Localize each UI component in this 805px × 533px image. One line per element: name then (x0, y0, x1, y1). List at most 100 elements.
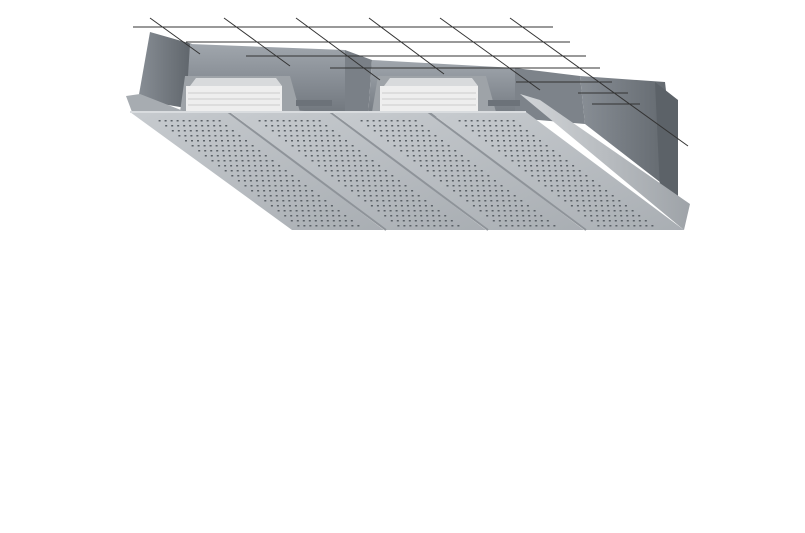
perforation-hole (418, 155, 421, 157)
perforation-hole (279, 180, 282, 182)
perforation-hole (457, 175, 460, 177)
perforation-hole (171, 130, 174, 132)
perforation-hole (618, 200, 621, 202)
perforation-hole (271, 125, 274, 127)
perforation-hole (588, 205, 591, 207)
perforation-hole (626, 220, 629, 222)
perforation-hole (340, 155, 343, 157)
perforation-hole (288, 205, 291, 207)
perforation-hole (259, 160, 262, 162)
perforation-hole (481, 175, 484, 177)
perforation-hole (522, 220, 525, 222)
perforation-hole (531, 175, 534, 177)
perforation-hole (392, 135, 395, 137)
perforation-hole (463, 175, 466, 177)
perforation-hole (469, 175, 472, 177)
perforation-hole (268, 185, 271, 187)
perforation-hole (387, 190, 390, 192)
perforation-hole (444, 170, 447, 172)
perforation-hole (478, 205, 481, 207)
perforation-hole (197, 145, 200, 147)
perforation-hole (360, 170, 363, 172)
perforation-hole (324, 205, 327, 207)
perforation-hole (341, 160, 344, 162)
perforation-hole (614, 215, 617, 217)
perforation-hole (385, 180, 388, 182)
perforation-hole (203, 140, 205, 142)
perforation-hole (533, 210, 536, 212)
perforation-hole (528, 220, 531, 222)
perforation-hole (280, 185, 283, 187)
perforation-hole (273, 175, 276, 177)
perforation-hole (387, 140, 389, 142)
perforation-hole (557, 195, 560, 197)
perforation-hole (261, 180, 264, 182)
perforation-hole (568, 185, 571, 187)
perforation-hole (468, 170, 471, 172)
perforation-hole (485, 210, 488, 212)
wall-end (655, 82, 678, 200)
perforation-hole (403, 125, 406, 127)
perforation-hole (445, 225, 448, 227)
perforation-hole (189, 125, 192, 127)
perforation-hole (566, 170, 569, 172)
perforation-hole (499, 225, 502, 227)
perforation-hole (504, 155, 507, 157)
perforation-hole (426, 165, 429, 167)
perforation-hole (248, 165, 251, 167)
perforation-hole (501, 130, 504, 132)
perforation-hole (441, 145, 444, 147)
perforation-hole (442, 150, 445, 152)
perforation-hole (553, 225, 556, 227)
perforation-hole (522, 215, 525, 217)
perforation-hole (297, 145, 300, 147)
perforation-hole (406, 150, 409, 152)
perforation-hole (210, 150, 213, 152)
perforation-hole (615, 225, 618, 227)
perforation-hole (428, 135, 431, 137)
perforation-hole (620, 215, 623, 217)
perforation-hole (462, 170, 465, 172)
perforation-hole (453, 190, 456, 192)
perforation-hole (423, 140, 425, 142)
perforation-hole (445, 180, 448, 182)
perforation-hole (564, 200, 567, 202)
perforation-hole (605, 195, 608, 197)
perforation-hole (246, 155, 249, 157)
perforation-hole (420, 220, 423, 222)
perforation-hole (633, 225, 636, 227)
perforation-hole (337, 210, 340, 212)
perforation-hole (406, 205, 409, 207)
perforation-hole (478, 135, 481, 137)
perforation-hole (217, 160, 220, 162)
perforation-hole (581, 190, 584, 192)
perforation-hole (264, 200, 267, 202)
perforation-hole (318, 120, 321, 122)
perforation-hole (345, 225, 348, 227)
perforation-hole (361, 175, 364, 177)
perforation-hole (565, 160, 568, 162)
perforation-hole (426, 170, 429, 172)
perforation-hole (504, 215, 507, 217)
perforation-hole (278, 165, 281, 167)
perforation-hole (346, 155, 349, 157)
perforation-hole (477, 190, 480, 192)
perforation-hole (338, 215, 341, 217)
perforation-hole (165, 125, 168, 127)
perforation-hole (460, 155, 463, 157)
perforation-hole (328, 155, 331, 157)
perforation-hole (424, 205, 427, 207)
leader-lines (133, 17, 689, 147)
perforation-hole (627, 225, 630, 227)
perforation-hole (291, 140, 293, 142)
perforation-hole (438, 220, 441, 222)
perforation-hole (393, 140, 395, 142)
perforation-hole (326, 215, 329, 217)
perforation-hole (514, 135, 517, 137)
perforation-hole (441, 140, 443, 142)
perforation-hole (444, 165, 447, 167)
perforation-hole (505, 225, 508, 227)
perforation-hole (507, 125, 510, 127)
perforation-hole (333, 140, 335, 142)
perforation-hole (421, 130, 424, 132)
